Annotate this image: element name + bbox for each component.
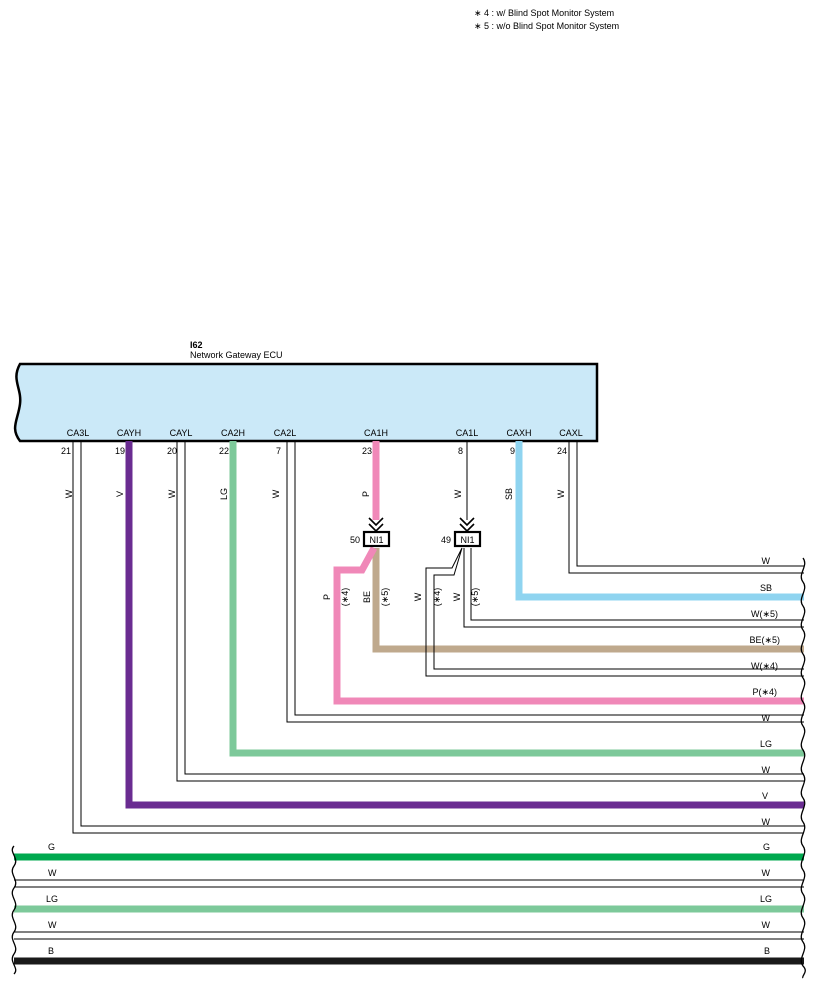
connector-number: 49	[441, 535, 451, 545]
wire-p-4	[333, 546, 804, 705]
pin-number: 22	[219, 446, 229, 456]
pin-label: CAYL	[170, 428, 193, 438]
pin-label: CA2H	[221, 428, 245, 438]
bus-label-right: W	[762, 868, 771, 878]
pin-label: CAYH	[117, 428, 141, 438]
wire-color-label: W	[64, 489, 74, 498]
pin-label: CAXL	[559, 428, 583, 438]
right-wire-label: LG	[760, 739, 772, 749]
branch-label: (∗4)	[432, 588, 442, 607]
pin-label: CAXH	[506, 428, 531, 438]
wire-cayh	[125, 441, 804, 809]
right-labels: W SB W(∗5) BE(∗5) W(∗4) P(∗4) W LG W V W	[749, 556, 780, 827]
pin-number: 7	[276, 446, 281, 456]
wire-be-5	[372, 548, 804, 653]
ecu-box	[13, 362, 599, 443]
wire-w-4	[425, 547, 804, 677]
right-wire-label: BE(∗5)	[749, 635, 780, 645]
wire-color-label: SB	[504, 488, 514, 500]
pin-number: 21	[61, 446, 71, 456]
wire-cayl	[176, 441, 804, 782]
bus-line-w	[14, 931, 804, 940]
bus-label-right: G	[763, 842, 770, 852]
wire-ca3l	[72, 441, 804, 834]
branch-label: (∗5)	[470, 588, 480, 607]
wire-caxh	[515, 441, 804, 601]
right-wire-label: V	[762, 791, 768, 801]
ecu-code: I62	[190, 340, 203, 350]
pin-label: CA2L	[274, 428, 297, 438]
right-wire-label: SB	[760, 583, 772, 593]
ecu-pins: CA3L CAYH CAYL CA2H CA2L CA1H CA1L CAXH …	[61, 428, 583, 456]
pin-number: 9	[510, 446, 515, 456]
pin-number: 20	[167, 446, 177, 456]
connector-number: 50	[350, 535, 360, 545]
bus-label-left: W	[48, 868, 57, 878]
ecu-wires	[14, 441, 804, 965]
branch-label: (∗5)	[380, 588, 390, 607]
right-wire-label: P(∗4)	[752, 687, 777, 697]
wire-ca2h	[229, 441, 804, 757]
right-wire-label: W	[762, 817, 771, 827]
bus-label-right: W	[762, 920, 771, 930]
wire-w-5	[463, 548, 804, 628]
wire-color-label: W	[167, 489, 177, 498]
branch-label: W	[413, 592, 423, 601]
wire-color-labels: W V W LG W P W SB W	[64, 488, 566, 500]
pin-number: 24	[557, 446, 567, 456]
bus-label-left: B	[48, 946, 54, 956]
bus-line-w	[14, 879, 804, 888]
note-bsm-without: ∗ 5 : w/o Blind Spot Monitor System	[474, 21, 619, 31]
connector-label: NI1	[369, 535, 383, 545]
bus-label-left: W	[48, 920, 57, 930]
bus-labels: G G W W LG LG W W B B	[46, 842, 772, 956]
note-bsm-with: ∗ 4 : w/ Blind Spot Monitor System	[474, 8, 614, 18]
branch-labels: P (∗4) BE (∗5) W (∗4) W (∗5)	[322, 588, 480, 607]
bus-label-left: G	[48, 842, 55, 852]
pin-number: 23	[362, 446, 372, 456]
break-mark-right	[800, 557, 806, 979]
connectors: NI1 NI1 50 49	[350, 517, 482, 548]
branch-label: (∗4)	[340, 588, 350, 607]
connector-ni1-49	[453, 530, 482, 548]
wire-color-label: W	[556, 489, 566, 498]
wire-color-label: V	[115, 491, 125, 497]
break-mark-left	[11, 845, 17, 975]
bus-label-right: B	[764, 946, 770, 956]
right-wire-label: W	[762, 765, 771, 775]
branch-label: BE	[362, 591, 372, 603]
wire-color-label: P	[361, 491, 371, 497]
wire-color-label: W	[271, 489, 281, 498]
wire-ca2l	[286, 441, 804, 723]
wire-color-label: LG	[219, 488, 229, 500]
wire-color-label: W	[453, 489, 463, 498]
bus-label-left: LG	[46, 894, 58, 904]
bus-label-right: LG	[760, 894, 772, 904]
connector-label: NI1	[460, 535, 474, 545]
pin-number: 19	[115, 446, 125, 456]
right-wire-label: W(∗4)	[751, 661, 778, 671]
branch-label: W	[452, 592, 462, 601]
right-wire-label: W	[762, 556, 771, 566]
pin-label: CA1H	[364, 428, 388, 438]
connector-ni1-50	[362, 530, 391, 548]
right-wire-label: W(∗5)	[751, 609, 778, 619]
right-wire-label: W	[762, 713, 771, 723]
pin-number: 8	[458, 446, 463, 456]
wire-caxl	[568, 441, 804, 574]
pin-label: CA1L	[456, 428, 479, 438]
pin-label: CA3L	[67, 428, 90, 438]
branch-label: P	[322, 594, 332, 600]
ecu-name: Network Gateway ECU	[190, 350, 283, 360]
